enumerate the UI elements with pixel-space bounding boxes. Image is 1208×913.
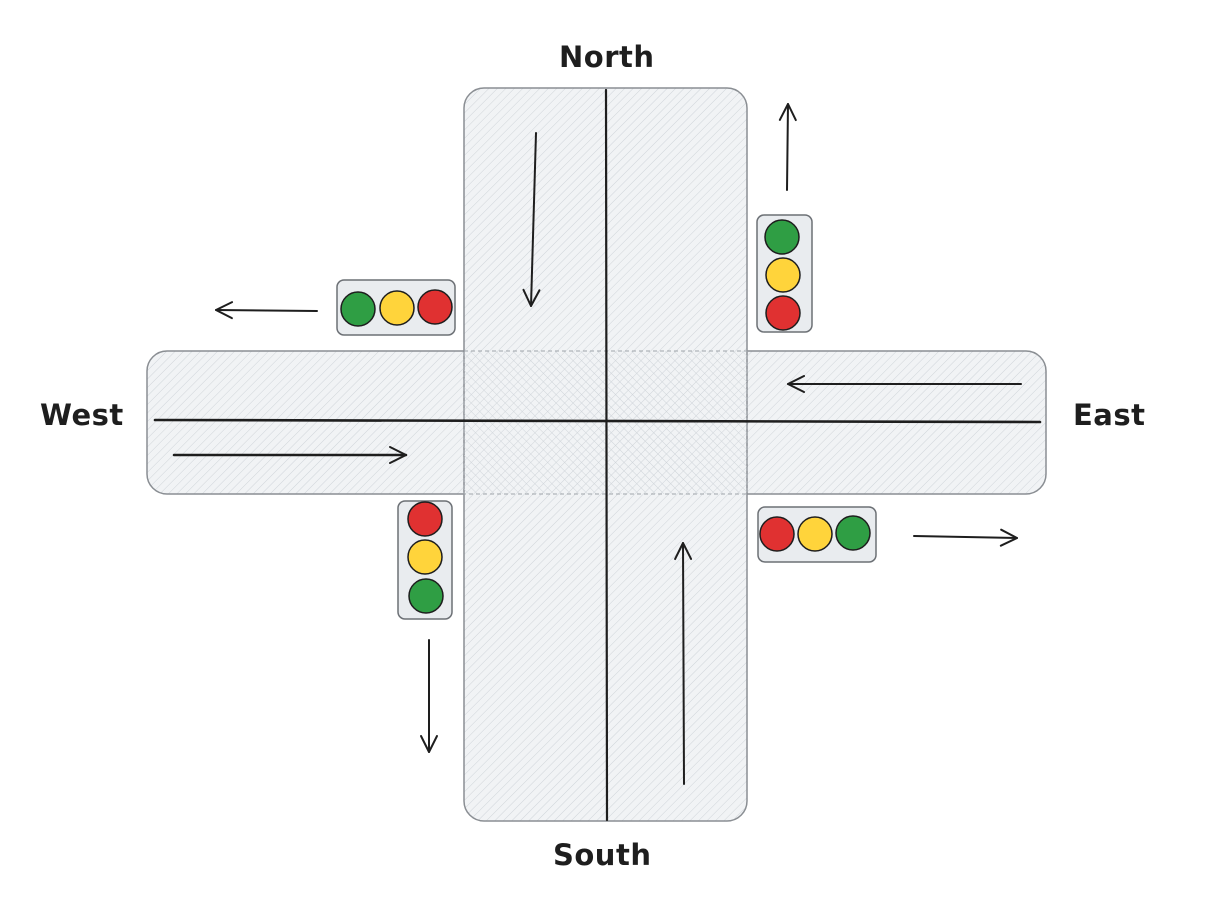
green-lamp	[340, 291, 376, 327]
exit-north-arrow	[778, 103, 797, 191]
red-lamp	[765, 295, 801, 331]
green-lamp	[764, 219, 800, 255]
red-lamp	[407, 501, 443, 537]
southbound-lane-arrow	[522, 132, 541, 307]
northbound-lane-arrow	[674, 542, 693, 785]
traffic-light-southwest	[397, 500, 453, 620]
exit-east-arrow	[913, 528, 1018, 547]
north-label: North	[559, 40, 655, 74]
yellow-lamp	[379, 290, 415, 326]
north-south-centerline	[604, 88, 609, 822]
yellow-lamp	[765, 257, 801, 293]
traffic-light-northeast	[756, 214, 813, 333]
traffic-light-southeast	[757, 506, 877, 563]
south-label: South	[553, 838, 652, 872]
traffic-light-northwest	[336, 279, 456, 336]
yellow-lamp	[797, 516, 833, 552]
green-lamp	[835, 515, 871, 551]
red-lamp	[759, 516, 795, 552]
yellow-lamp	[407, 539, 443, 575]
green-lamp	[408, 578, 444, 614]
east-label: East	[1073, 398, 1146, 432]
exit-west-arrow	[215, 301, 318, 320]
west-label: West	[40, 398, 124, 432]
east-west-centerline	[153, 418, 1042, 424]
red-lamp	[417, 289, 453, 325]
